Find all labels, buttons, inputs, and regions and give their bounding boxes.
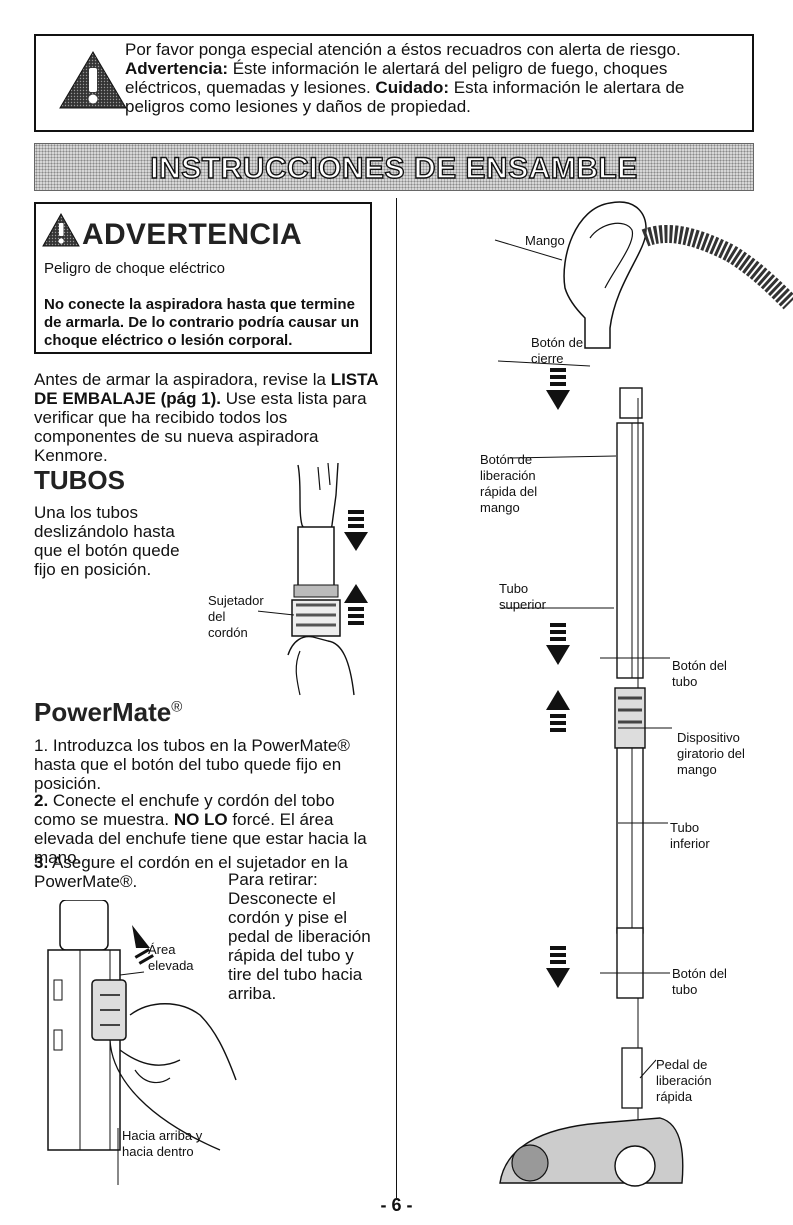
- step-1-text: Introduzca los tubos en la PowerMate® ha…: [34, 736, 350, 793]
- arrow-down-icon: [546, 946, 570, 988]
- label-boton-tubo: Botón del tubo: [672, 658, 727, 689]
- step-3: 3. Asegure el cordón en el sujetador en …: [34, 853, 379, 891]
- warning-line1: Por favor ponga especial atención a ésto…: [125, 40, 681, 59]
- step-3-text: Asegure el cordón en el sujetador en la …: [34, 853, 348, 891]
- powermate-heading: PowerMate®: [34, 697, 182, 728]
- intro-paragraph: Antes de armar la aspiradora, revise la …: [34, 370, 379, 465]
- step-2: 2. Conecte el enchufe y cordón del tobo …: [34, 791, 379, 867]
- arrow-down-icon: [344, 510, 368, 551]
- step-1-number: 1.: [34, 736, 49, 755]
- step-2-text-post: forcé. El área elevada del enchufe tiene…: [34, 810, 367, 867]
- intro-packing-list: LISTA DE EMBALAJE (pág 1).: [34, 370, 378, 408]
- label-boton-liberacion: Botón de liberación rápida del mango: [480, 452, 538, 515]
- advertencia-subtitle: Peligro de choque eléctrico: [44, 260, 225, 277]
- label-dispositivo-giratorio: Dispositivo giratorio del mango: [677, 730, 745, 777]
- arrow-down-icon: [546, 368, 570, 410]
- label-tubo-inferior: Tubo inferior: [670, 820, 710, 851]
- powermate-heading-text: PowerMate: [34, 697, 172, 727]
- arrow-down-icon: [546, 623, 570, 665]
- advertencia-label: Advertencia:: [125, 59, 228, 78]
- arrow-up-icon: [546, 690, 570, 732]
- cuidado-label: Cuidado:: [375, 78, 450, 97]
- warning-triangle-icon: [59, 51, 127, 109]
- step-1: 1. Introduzca los tubos en la PowerMate®…: [34, 736, 379, 793]
- cuidado-text: Esta información le alertara de peligros…: [125, 78, 685, 116]
- step-2-text-pre: Conecte el enchufe y cordón del tobo com…: [34, 791, 335, 829]
- column-divider: [396, 198, 397, 1198]
- plug-connection-illustration: [47, 900, 237, 1185]
- intro-pre: Antes de armar la aspiradora, revise la: [34, 370, 331, 389]
- advertencia-box: ADVERTENCIA Peligro de choque eléctrico …: [34, 202, 372, 354]
- label-pedal-liberacion: Pedal de liberación rápida: [656, 1057, 712, 1104]
- label-sujetador-cordon: Sujetador del cordón: [208, 593, 264, 640]
- page-number: - 6 -: [380, 1195, 413, 1215]
- label-tubo-superior: Tubo superior: [499, 581, 546, 612]
- intro-post: Use esta lista para verificar que ha rec…: [34, 389, 367, 465]
- tubos-heading: TUBOS: [34, 465, 125, 495]
- warning-notice-text: Por favor ponga especial atención a ésto…: [125, 40, 745, 116]
- warning-notice-box: Por favor ponga especial atención a ésto…: [34, 34, 754, 132]
- arrow-up-icon: [344, 584, 368, 625]
- registered-mark: ®: [171, 698, 183, 716]
- arrow-up-icon: [132, 925, 154, 965]
- step-2-text-bold: NO LO: [173, 810, 228, 829]
- warning-triangle-icon: [42, 213, 80, 247]
- label-mango: Mango: [525, 233, 565, 248]
- section-title: INSTRUCCIONES DE ENSAMBLE: [150, 151, 638, 185]
- step-3-number: 3.: [34, 853, 49, 872]
- label-hacia-arriba: Hacia arriba y hacia dentro: [122, 1128, 203, 1159]
- step-2-number: 2.: [34, 791, 49, 810]
- label-boton-cierre: Botón de cierre: [531, 335, 584, 366]
- tube-connection-illustration: [258, 462, 368, 696]
- tubos-instructions: Una los tubos deslizándolo hasta que el …: [34, 503, 180, 579]
- advertencia-warning-text: No conecte la aspiradora hasta que termi…: [44, 296, 360, 349]
- label-boton-tubo: Botón del tubo: [672, 966, 727, 997]
- advertencia-text: Éste información le alertará del peligro…: [125, 59, 668, 97]
- removal-instructions: Para retirar: Desconecte el cordón y pis…: [228, 870, 371, 1003]
- section-banner: INSTRUCCIONES DE ENSAMBLE: [34, 143, 754, 191]
- vacuum-assembly-diagram: [494, 201, 793, 1187]
- label-area-elevada: Área elevada: [148, 942, 194, 973]
- advertencia-title: ADVERTENCIA: [82, 218, 302, 251]
